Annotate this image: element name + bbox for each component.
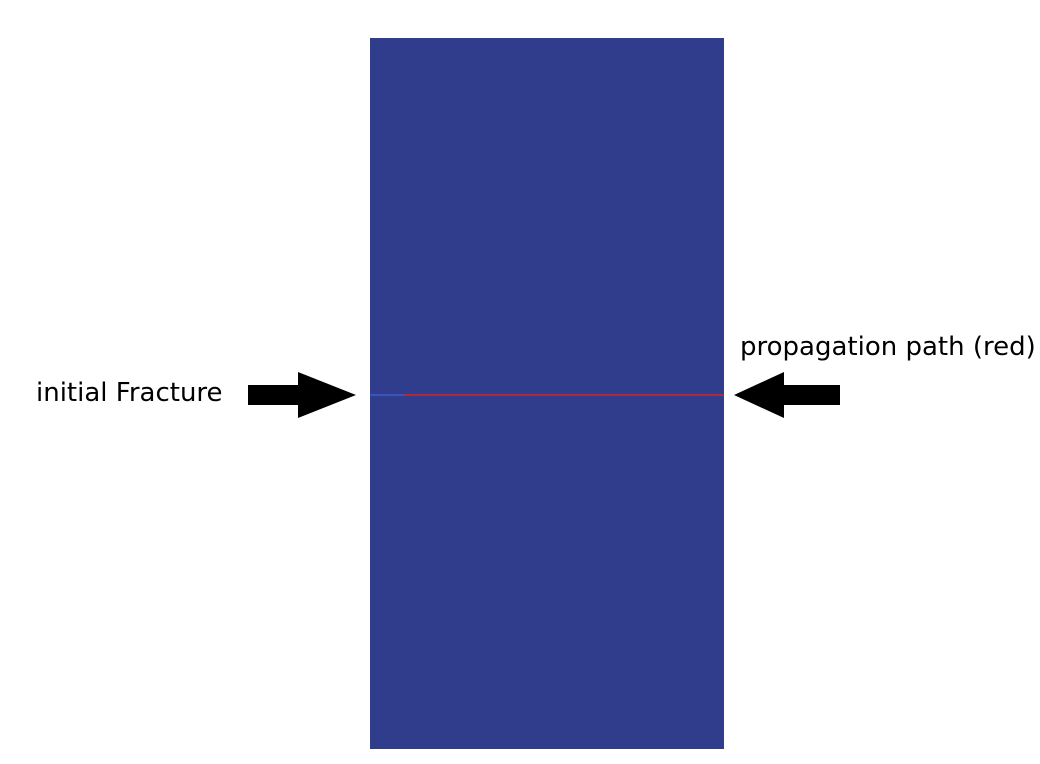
specimen-body [370, 38, 724, 749]
specimen-block [370, 38, 724, 749]
initial-fracture-label: initial Fracture [36, 378, 223, 408]
right-arrow-icon [248, 372, 356, 418]
left-arrow-icon [734, 372, 840, 418]
propagation-path-label: propagation path (red) [740, 332, 1036, 362]
